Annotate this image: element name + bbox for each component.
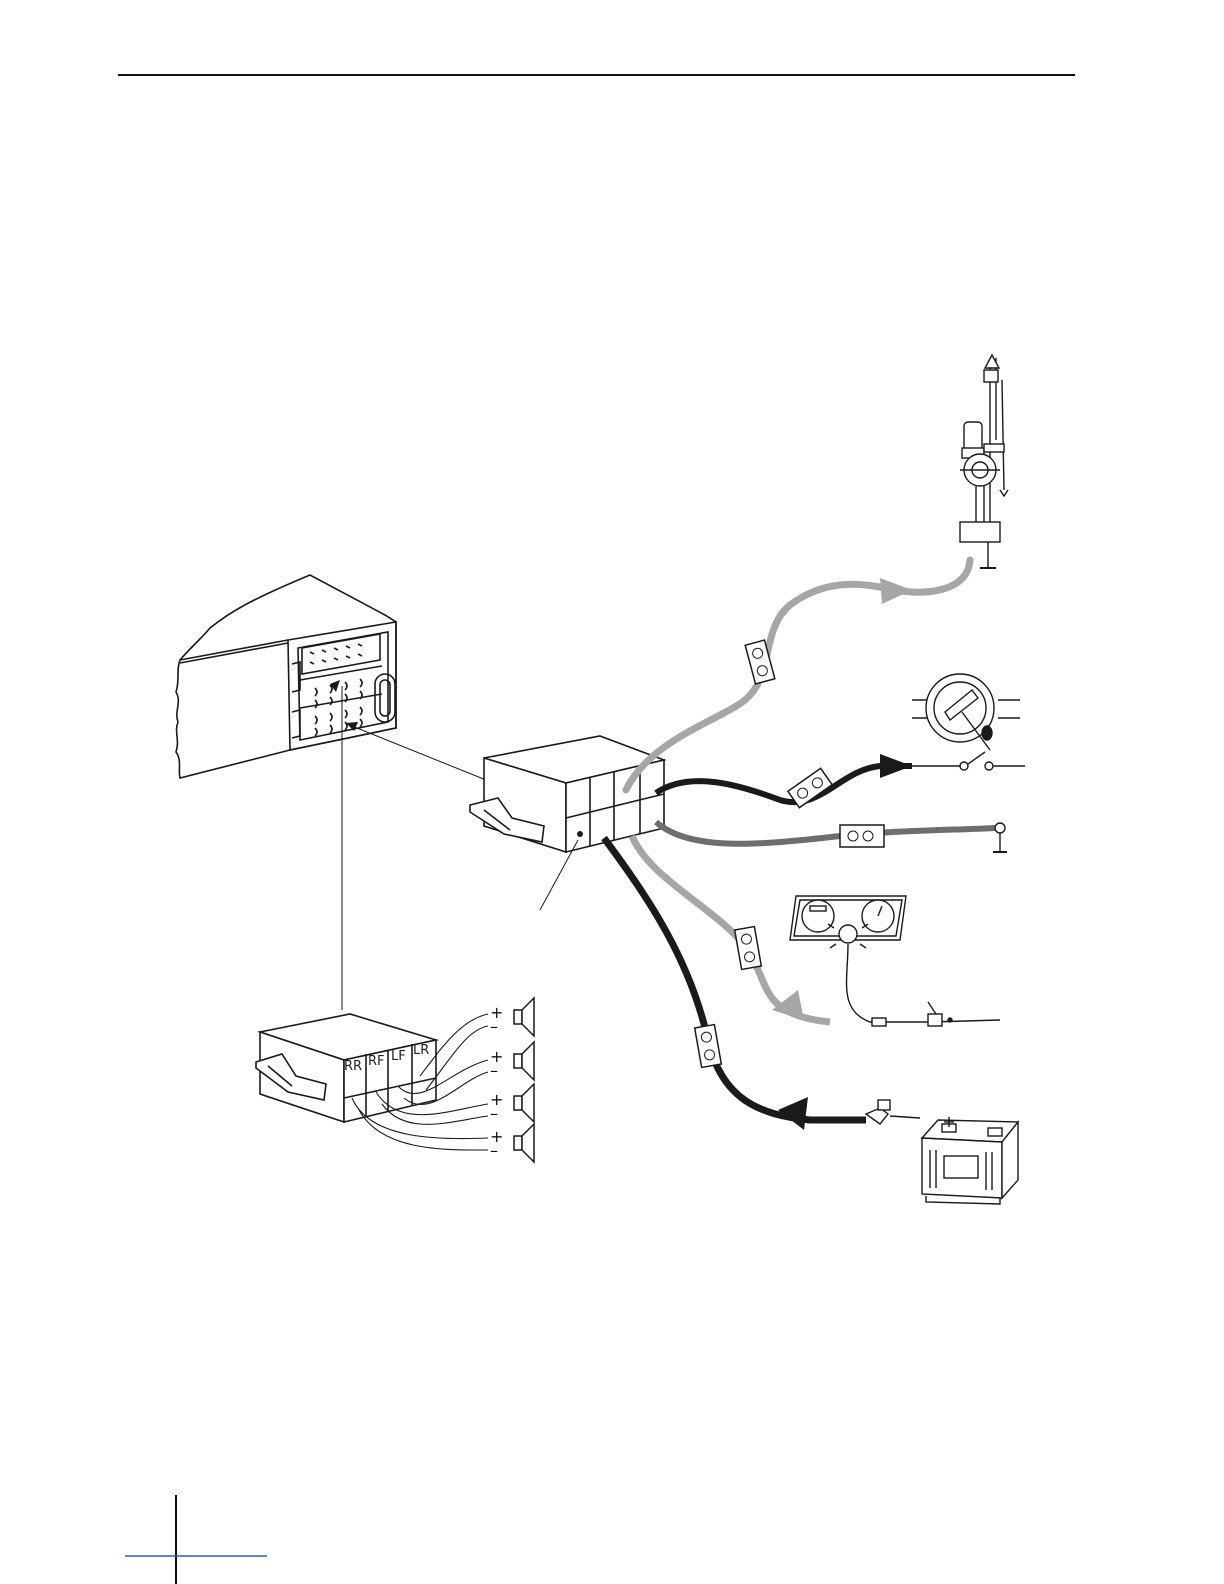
speaker-icon	[514, 998, 534, 1162]
ground-icon	[993, 823, 1007, 852]
battery-wire	[604, 838, 866, 1120]
connector-leaders	[330, 680, 486, 1010]
ignition-wire	[656, 766, 912, 802]
inline-connector-illumination	[735, 927, 762, 970]
channel-label-lf: LF	[391, 1049, 406, 1064]
channel-label-lr: LR	[413, 1043, 429, 1058]
antenna-wire	[626, 560, 970, 790]
connector-pin-dot	[577, 831, 583, 837]
polarity-minus-1: –	[490, 1017, 498, 1036]
channel-label-rr: RR	[344, 1059, 362, 1074]
channel-label-rf: RF	[368, 1054, 385, 1069]
antenna-icon	[960, 355, 1008, 568]
dashboard-gauge-icon	[790, 896, 1000, 1026]
inline-connector-ground	[840, 825, 884, 847]
inline-connector-battery	[695, 1025, 722, 1068]
antenna-arrow-icon	[880, 578, 912, 604]
ground-wire	[656, 822, 995, 844]
polarity-minus-4: –	[490, 1141, 498, 1160]
battery-icon	[866, 1100, 1018, 1204]
ignition-switch-icon	[912, 674, 1025, 770]
polarity-minus-3: –	[490, 1104, 498, 1123]
radio-unit	[176, 575, 396, 778]
polarity-minus-2: –	[490, 1061, 498, 1080]
ignition-arrow-icon	[880, 754, 912, 778]
main-connector	[470, 736, 664, 852]
